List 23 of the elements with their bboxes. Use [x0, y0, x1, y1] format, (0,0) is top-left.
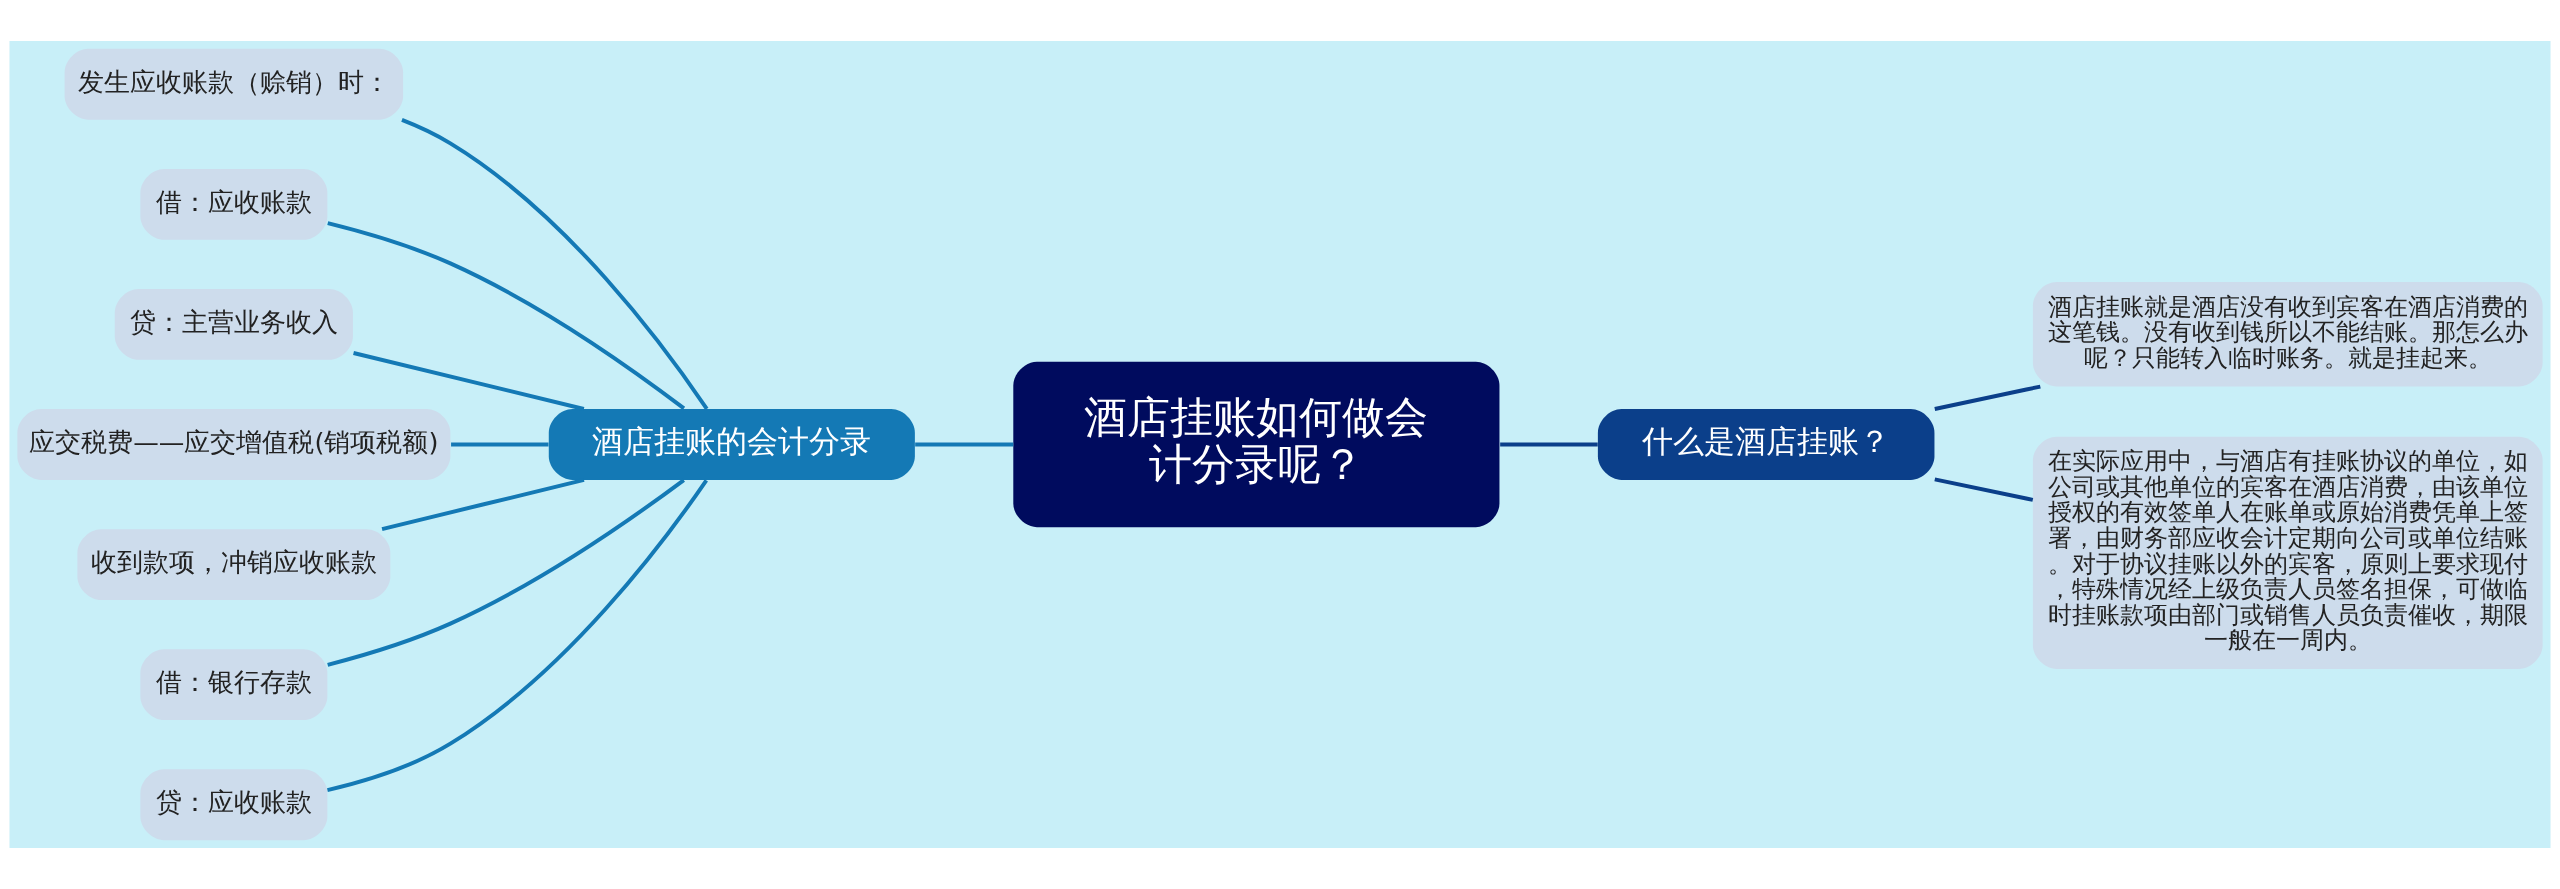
node-box: 发生应收账款（赊销）时： — [64, 48, 404, 120]
node-box: 收到款项，冲销应收账款 — [77, 529, 391, 600]
connector — [327, 221, 686, 410]
node-box: 酒店挂账就是酒店没有收到宾客在酒店消费的这笔钱。没有收到钱所以不能结账。那怎么办呢？只能转入临时账务。就是挂起来。 — [2032, 282, 2543, 387]
connector — [327, 478, 685, 667]
node-box: 借：银行存款 — [140, 649, 328, 721]
connector — [401, 118, 709, 410]
connector — [1934, 384, 2041, 411]
connector — [353, 351, 585, 411]
node-box: 酒店挂账如何做会计分录呢？ — [1013, 361, 1500, 528]
connector — [327, 479, 708, 792]
connector — [1500, 442, 1598, 447]
connector — [451, 442, 549, 447]
node-box: 借：应收账款 — [140, 168, 328, 240]
node-box: 什么是酒店挂账？ — [1597, 409, 1935, 480]
node-box: 在实际应用中，与酒店有挂账协议的单位，如公司或其他单位的宾客在酒店消费，由该单位授权的有效签单人在账单或原始消费凭单上签署，由财务部应收会计定期向公司或单位结账。对于协议挂账以外的宾客，原则上要求现付，特殊情况经上级负责人员签名担保，可做临时挂账款项由部门或销售人员负责催收，期限一般在一周内。 — [2032, 436, 2543, 669]
connector — [1934, 477, 2034, 502]
node-box: 应交税费——应交增值税(销项税额) — [17, 409, 451, 480]
connector — [381, 478, 585, 531]
node-box: 贷：主营业务收入 — [114, 289, 353, 360]
node-box: 酒店挂账的会计分录 — [548, 409, 915, 480]
node-box: 贷：应收账款 — [140, 769, 328, 841]
connector — [915, 442, 1014, 447]
